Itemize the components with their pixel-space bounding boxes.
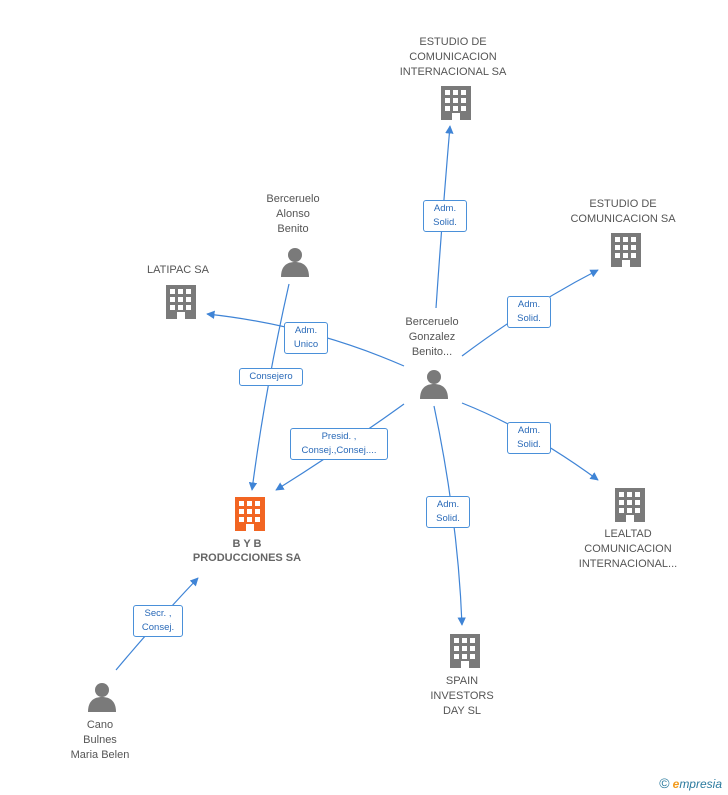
edge-label-6[interactable]: Adm. Solid. [507,422,551,454]
node-latipac[interactable]: LATIPAC SA [147,264,209,276]
edge-label-1[interactable]: Adm. Solid. [423,200,467,232]
node-byb[interactable]: B Y B PRODUCCIONES SA [192,538,302,564]
building-icon[interactable] [235,497,265,531]
edges [115,125,599,671]
person-icon[interactable] [88,683,116,712]
node-spain[interactable]: SPAIN INVESTORS DAY SL [430,675,494,717]
edge-label-2[interactable]: Adm. Solid. [507,296,551,328]
edge-label-7[interactable]: Adm. Solid. [426,496,470,528]
node-estudio-sa[interactable]: ESTUDIO DE COMUNICACION SA [570,198,676,225]
node-estudio-internacional[interactable]: ESTUDIO DE COMUNICACION INTERNACIONAL SA [399,36,507,78]
person-icon[interactable] [420,370,448,399]
building-icon[interactable] [450,634,480,668]
node-berceruelo-gonzalez[interactable]: Berceruelo Gonzalez Benito... [405,316,459,358]
edge-label-4[interactable]: Consejero [239,368,303,386]
person-icon[interactable] [281,248,309,277]
edge-line-4 [248,283,290,491]
brand-logo: ©empresia [659,775,722,791]
edge-label-8[interactable]: Secr. , Consej. [133,605,183,637]
building-icon[interactable] [441,86,471,120]
building-icon[interactable] [166,285,196,319]
node-cano[interactable]: Cano Bulnes Maria Belen [70,719,130,761]
edge-label-5[interactable]: Presid. , Consej.,Consej.... [290,428,388,460]
node-berceruelo-alonso[interactable]: Berceruelo Alonso Benito [266,193,320,235]
edge-label-3[interactable]: Adm. Unico [284,322,328,354]
copyright-icon: © [659,775,670,791]
building-icon[interactable] [615,488,645,522]
building-icon[interactable] [611,233,641,267]
node-lealtad[interactable]: LEALTAD COMUNICACION INTERNACIONAL... [578,528,678,570]
